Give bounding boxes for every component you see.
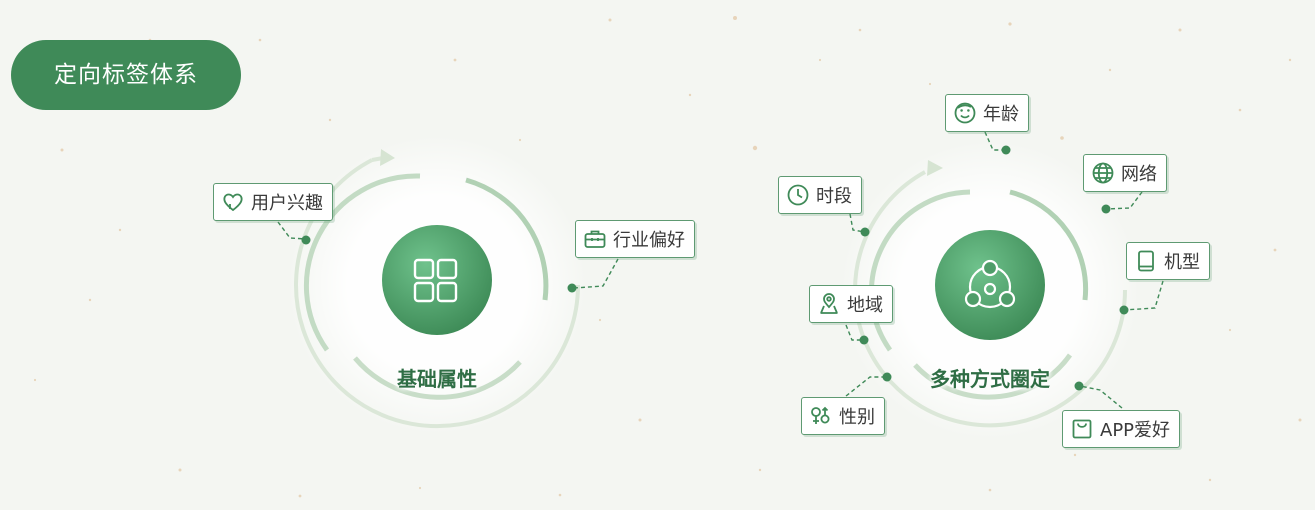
connector-dot [860,227,870,237]
page-title: 定向标签体系 [11,40,241,110]
connector-dot [1074,381,1084,391]
hub-basic-attributes [277,135,619,435]
tag-time-period: 时段 [778,176,862,214]
ring-arrow-icon [927,160,943,176]
clock-icon [786,183,810,207]
connector-dot [1001,145,1011,155]
tag-label: 地域 [847,295,883,316]
tag-region: 地域 [809,285,893,323]
tag-age: 年龄 [945,94,1029,132]
globe-icon [1091,161,1115,185]
tag-device-model: 机型 [1126,242,1210,280]
hub-multi-targeting [840,131,1164,440]
tag-gender: 性别 [801,397,885,435]
tag-label: 机型 [1164,252,1200,273]
hub-caption-multi: 多种方式圈定 [930,367,1050,391]
connector-dot [882,372,892,382]
connector-dot [1119,305,1129,315]
tag-label: 性别 [839,407,875,428]
share-circle-icon [964,259,1016,309]
gender-icon [809,404,833,428]
tag-app-preference: APP爱好 [1062,410,1181,448]
tag-label: 用户兴趣 [251,193,323,214]
inner-ring-arc [465,177,549,301]
inner-ring-arc [913,353,1073,400]
connector-dot [567,283,577,293]
inner-ring-arc [353,356,522,400]
location-pin-icon [817,292,841,316]
tag-label: 行业偏好 [613,230,685,251]
ring-arrow-icon [380,149,395,166]
grid-icon [413,258,458,303]
phone-icon [1134,249,1158,273]
face-icon [953,101,977,125]
connector-dot [301,235,311,245]
tag-industry-preference: 行业偏好 [575,220,695,258]
briefcase-icon [583,227,607,251]
inner-ring-arc [1009,189,1089,301]
hub-caption-basic: 基础属性 [397,367,477,391]
heart-icon [221,190,245,214]
shopping-bag-icon [1070,417,1094,441]
tag-label: 年龄 [983,104,1019,125]
outer-ring [294,158,580,429]
connector-dot [859,335,869,345]
tag-label: 时段 [816,186,852,207]
tag-network: 网络 [1083,154,1167,192]
hub-circle [382,225,492,335]
connector-dot [1101,204,1111,214]
tag-user-interest: 用户兴趣 [213,183,333,221]
tag-label: APP爱好 [1100,420,1171,441]
tag-label: 网络 [1121,164,1157,185]
inner-ring-arc [303,173,421,352]
